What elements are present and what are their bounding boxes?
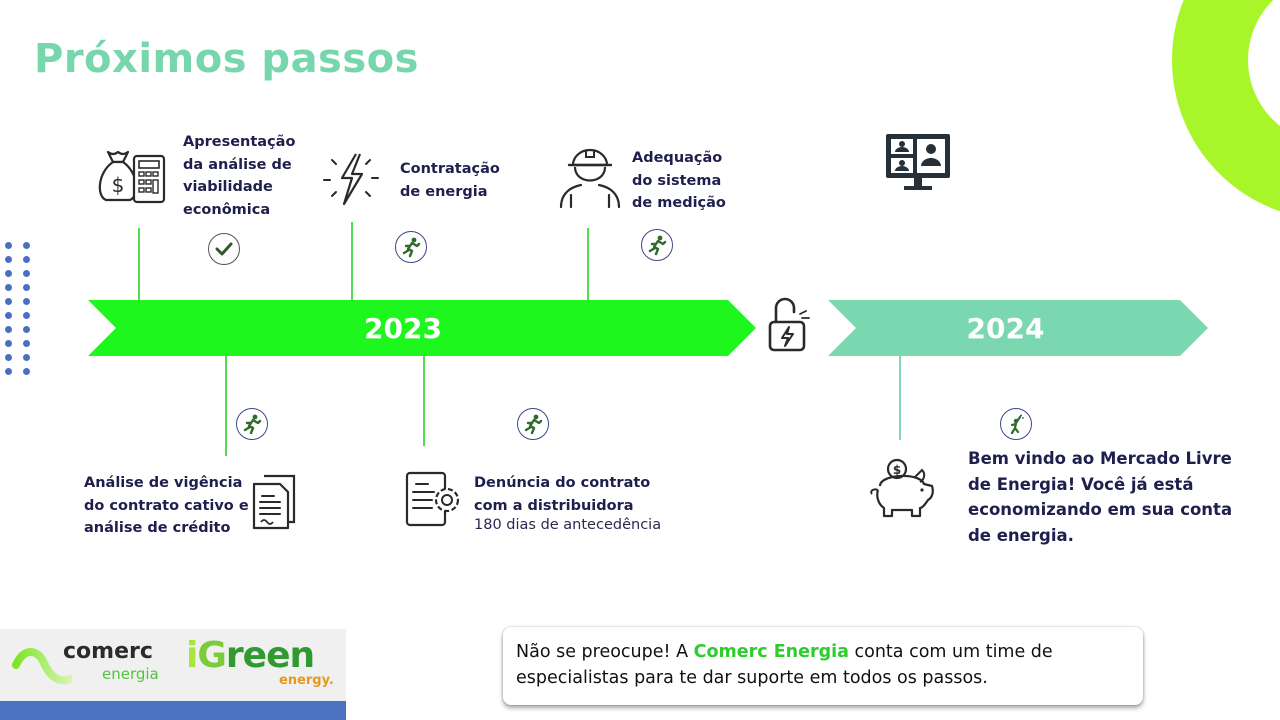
- unlocked-padlock-lightning-icon: [768, 297, 810, 352]
- running-person-icon: [524, 414, 543, 435]
- connector-line: [423, 356, 425, 446]
- lightning-bolt-icon: [323, 153, 379, 206]
- step-label-energy-contracting: Contratação de energia: [400, 161, 500, 200]
- step-label-metering-adequacy: Adequação do sistema de medição: [632, 150, 726, 211]
- connector-line: [225, 356, 227, 456]
- step-label-contract-termination: Denúncia do contrato com a distribuidora: [474, 475, 651, 514]
- video-conference-monitor-icon: [886, 134, 950, 190]
- year-arrow-2024: [828, 300, 1208, 356]
- support-note: Não se preocupe! A Comerc Energia conta …: [503, 627, 1143, 705]
- connector-line: [899, 356, 901, 440]
- page-title: Próximos passos: [34, 36, 419, 82]
- year-label-2023: 2023: [364, 312, 442, 345]
- connector-line: [138, 228, 140, 300]
- igreen-logo-subtext: energy.: [279, 673, 334, 688]
- running-person-icon: [648, 235, 667, 256]
- status-badge-celebrating: [1000, 408, 1032, 440]
- status-badge-in-progress: [236, 408, 268, 440]
- decorative-dot-grid: [5, 242, 31, 375]
- svg-text:$: $: [893, 463, 901, 477]
- document-gear-icon: [405, 471, 460, 527]
- status-badge-in-progress: [395, 231, 427, 263]
- money-bag-calculator-icon: $: [98, 150, 166, 204]
- partner-logos: comerc energia iGreen energy.: [0, 629, 346, 701]
- footer-accent-bar: [0, 701, 346, 720]
- status-badge-in-progress: [517, 408, 549, 440]
- igreen-logo-text: iGreen: [186, 635, 315, 676]
- piggy-bank-icon: $: [870, 458, 934, 518]
- step-label-contract-validity-analysis: Análise de vigência do contrato cativo e…: [84, 475, 249, 536]
- svg-text:$: $: [112, 173, 125, 197]
- comerc-logo-text: comerc: [63, 639, 153, 664]
- connector-line: [351, 222, 353, 300]
- year-arrow-2023: [88, 300, 756, 356]
- company-name-highlight: Comerc Energia: [693, 642, 849, 662]
- step-sublabel-notice-period: 180 dias de antecedência: [474, 517, 662, 533]
- year-label-2024: 2024: [966, 312, 1045, 345]
- worker-helmet-icon: [559, 148, 621, 209]
- step-label-welcome-free-market: Bem vindo ao Mercado Livre de Energia! V…: [968, 449, 1233, 545]
- documents-icon: [252, 474, 296, 530]
- status-badge-in-progress: [641, 229, 673, 261]
- running-person-icon: [243, 414, 262, 435]
- comerc-logo-subtext: energia: [102, 665, 159, 683]
- decorative-ring: [1172, 0, 1280, 220]
- status-badge-done: [208, 233, 240, 265]
- running-person-icon: [402, 237, 421, 258]
- check-icon: [215, 242, 233, 256]
- comerc-wave-logo-icon: [12, 648, 72, 685]
- celebrating-person-icon: [1010, 414, 1024, 435]
- step-label-viability-analysis: Apresentação da análise de viabilidade e…: [183, 134, 296, 218]
- connector-line: [587, 228, 589, 300]
